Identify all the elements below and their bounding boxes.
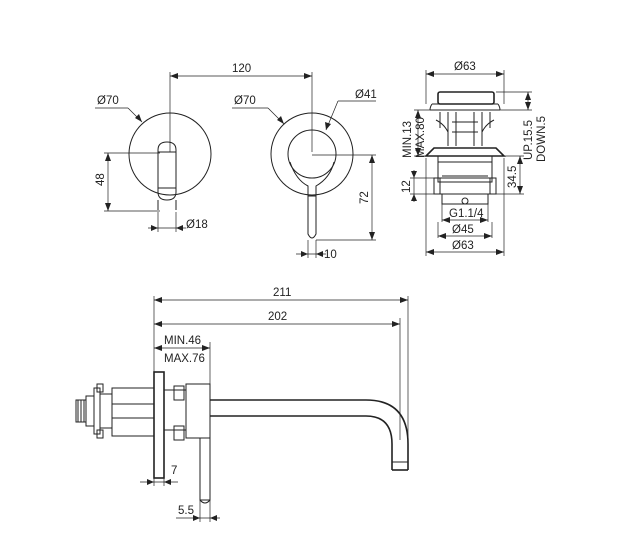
dim-120: 120 xyxy=(232,63,251,75)
dim-min-13: MIN.13 xyxy=(402,121,414,158)
front-view-right: Ø70 Ø41 120 72 10 xyxy=(169,63,377,261)
dim-diameter-45: Ø45 xyxy=(452,224,474,236)
dim-202: 202 xyxy=(268,311,287,323)
dim-diameter-70-left: Ø70 xyxy=(97,95,119,107)
dim-12: 12 xyxy=(401,180,413,193)
dim-diameter-41: Ø41 xyxy=(355,89,377,101)
dim-min-46: MIN.46 xyxy=(164,335,201,347)
dim-72: 72 xyxy=(359,191,371,204)
front-view-left: Ø70 48 Ø18 xyxy=(95,95,212,232)
dim-g-1-1-4: G1.1/4 xyxy=(449,208,484,220)
dim-down-5: DOWN.5 xyxy=(536,116,548,162)
drain-waste-view: Ø63 MIN.13 MAX.80 UP.15.5 DOWN.5 34.5 12 xyxy=(401,61,548,256)
dim-max-76: MAX.76 xyxy=(164,353,205,365)
dim-up-15-5: UP.15.5 xyxy=(523,120,535,160)
dim-7: 7 xyxy=(171,465,177,477)
dim-48: 48 xyxy=(95,173,107,186)
dim-34-5: 34.5 xyxy=(507,166,519,188)
dim-diameter-63-bottom: Ø63 xyxy=(452,240,474,252)
dim-diameter-70-right: Ø70 xyxy=(234,95,256,107)
dim-5-5: 5.5 xyxy=(178,505,194,517)
side-view-spout: 211 202 MIN.46 MAX.76 7 5.5 xyxy=(75,287,409,522)
dim-211: 211 xyxy=(273,287,291,299)
dim-10: 10 xyxy=(324,249,337,261)
dim-diameter-18: Ø18 xyxy=(186,219,208,231)
dim-max-80: MAX.80 xyxy=(415,117,427,158)
dim-diameter-63-top: Ø63 xyxy=(454,61,476,73)
